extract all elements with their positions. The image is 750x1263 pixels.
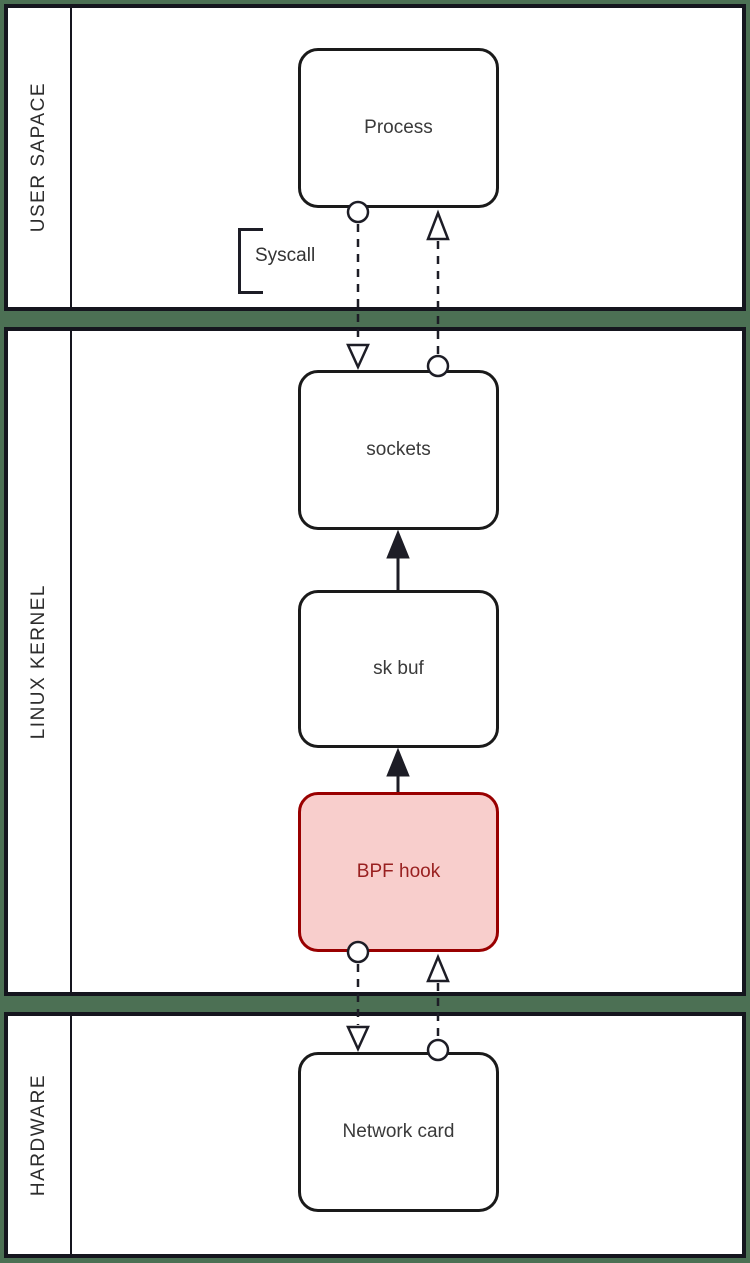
node-network-card: Network card [298, 1052, 499, 1212]
lane-linux-kernel-label: LINUX KERNEL [28, 583, 49, 740]
lane-hardware-label: HARDWARE [28, 1073, 49, 1197]
lane-user-space-label: USER SAPACE [28, 82, 49, 233]
node-bpf-hook-label: BPF hook [356, 861, 441, 882]
node-sk-buf-label: sk buf [373, 658, 424, 679]
node-process: Process [298, 48, 499, 208]
lane-linux-kernel-label-column: LINUX KERNEL [8, 331, 72, 992]
node-process-label: Process [364, 117, 433, 138]
node-bpf-hook: BPF hook [298, 792, 499, 952]
lane-user-space-label-column: USER SAPACE [8, 8, 72, 307]
syscall-label: Syscall [255, 245, 316, 266]
lane-hardware-label-column: HARDWARE [8, 1016, 72, 1254]
syscall-bracket [238, 228, 263, 294]
node-sk-buf: sk buf [298, 590, 499, 748]
node-network-card-label: Network card [342, 1121, 455, 1142]
node-sockets: sockets [298, 370, 499, 530]
node-sockets-label: sockets [366, 439, 431, 460]
lane-hardware: HARDWARE [4, 1012, 746, 1258]
